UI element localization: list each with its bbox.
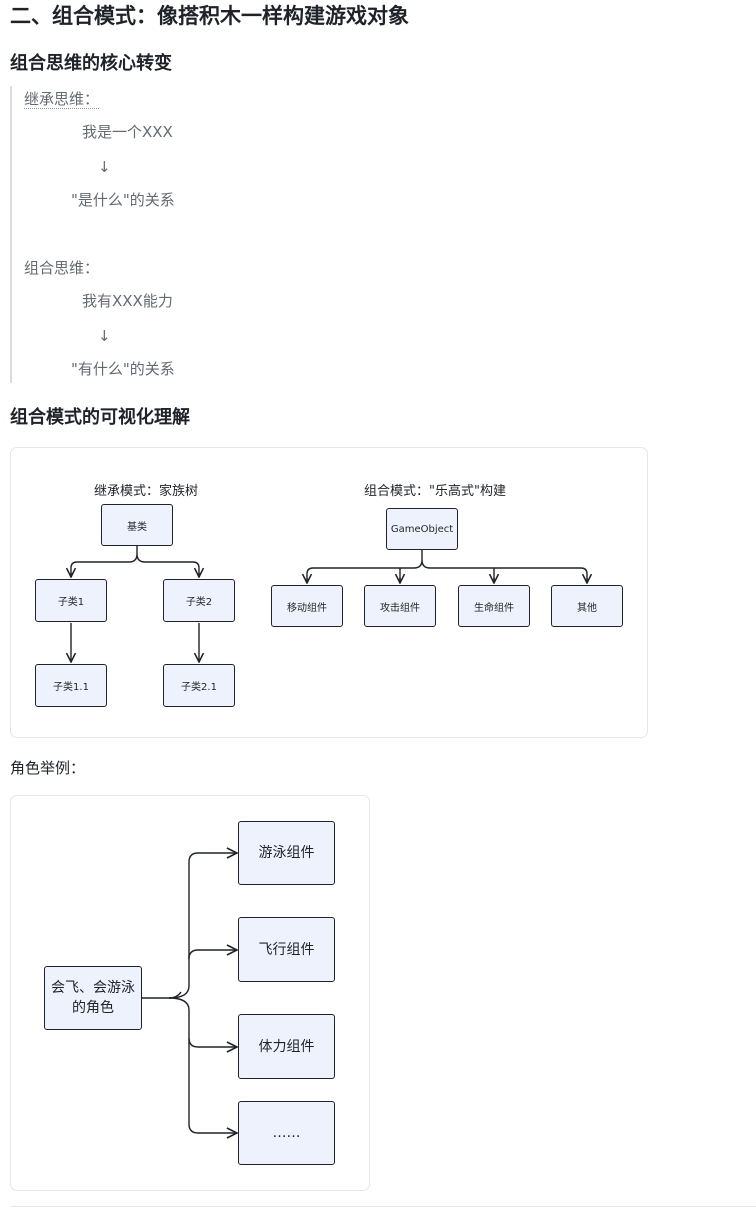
- node-swim-component: 游泳组件: [238, 821, 335, 885]
- node-gameobject: GameObject: [386, 508, 458, 550]
- subsection-title-visual: 组合模式的可视化理解: [10, 407, 190, 428]
- connector-root-to-components: [306, 550, 588, 582]
- diagram1-connectors: [11, 546, 647, 737]
- subsection-title-mindset: 组合思维的核心转变: [10, 53, 172, 74]
- divider: [10, 1206, 756, 1207]
- node-more-component: ……: [238, 1101, 335, 1165]
- node-child-1-1: 子类1.1: [35, 664, 107, 707]
- compose-line: 我有XXX能力: [82, 292, 173, 310]
- section-title: 二、组合模式：像搭积木一样构建游戏对象: [10, 4, 409, 28]
- diagram-card-inheritance-vs-composition: 继承模式：家族树 基类 子类1 子类2 子类1.1 子类2.1 组合模式："乐高…: [10, 447, 648, 738]
- connector-to-fly: [188, 950, 237, 960]
- inheritance-title: 继承模式：家族树: [94, 484, 199, 499]
- node-child-1: 子类1: [35, 579, 107, 622]
- node-child-2: 子类2: [163, 579, 235, 622]
- connector-to-swim: [168, 853, 237, 999]
- node-attack-component: 攻击组件: [364, 585, 436, 627]
- node-child-2-1: 子类2.1: [163, 664, 235, 707]
- down-arrow-icon: ↓: [98, 158, 111, 176]
- compose-relation: "有什么"的关系: [71, 360, 175, 378]
- node-fly-component: 飞行组件: [238, 917, 335, 982]
- node-health-component: 生命组件: [458, 585, 530, 627]
- quote-block: 继承思维： 我是一个XXX ↓ "是什么"的关系 组合思维： 我有XXX能力 ↓…: [10, 86, 412, 383]
- compose-label: 组合思维：: [24, 259, 100, 277]
- example-label: 角色举例：: [10, 759, 86, 777]
- diagram-card-character-example: 会飞、会游泳的角色 游泳组件 飞行组件 体力组件 ……: [10, 795, 370, 1191]
- composition-title: 组合模式："乐高式"构建: [364, 484, 506, 499]
- connector-to-more: [188, 1038, 237, 1133]
- connector-base-to-children: [70, 546, 200, 577]
- diagram2-connectors: [142, 796, 369, 1190]
- inherit-relation: "是什么"的关系: [71, 191, 175, 209]
- connector-to-stamina: [168, 997, 237, 1047]
- node-base-class: 基类: [101, 504, 173, 546]
- inherit-line: 我是一个XXX: [82, 123, 173, 141]
- down-arrow-icon: ↓: [98, 327, 111, 345]
- node-move-component: 移动组件: [271, 585, 343, 627]
- node-character: 会飞、会游泳的角色: [44, 966, 142, 1030]
- node-other-component: 其他: [551, 585, 623, 627]
- node-stamina-component: 体力组件: [238, 1014, 335, 1079]
- inherit-label: 继承思维：: [24, 90, 100, 109]
